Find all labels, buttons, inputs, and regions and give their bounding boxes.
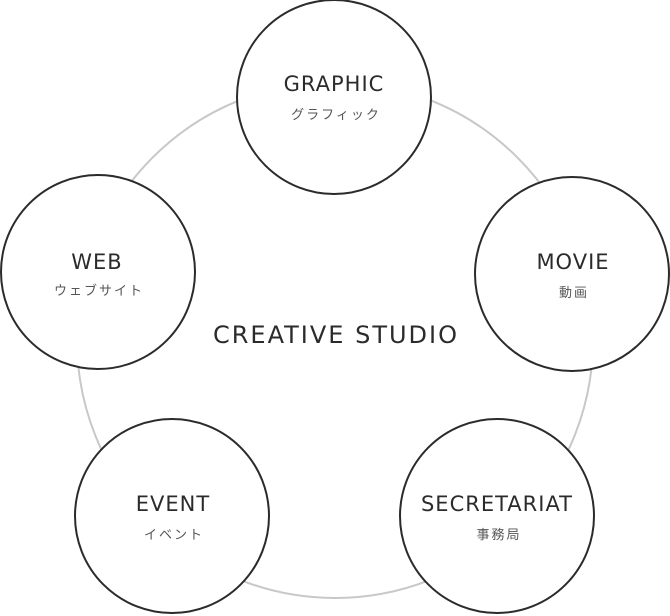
node-title: EVENT (136, 492, 210, 516)
node-title: MOVIE (536, 250, 609, 274)
node-subtitle: 動画 (559, 286, 589, 301)
node-circle (474, 176, 670, 372)
node-circle (399, 418, 595, 614)
node-subtitle: グラフィック (291, 108, 381, 123)
node-subtitle: 事務局 (476, 528, 521, 543)
node-title: SECRETARIAT (421, 492, 573, 516)
center-label: CREATIVE STUDIO (213, 321, 459, 349)
node-circle (236, 0, 432, 195)
node-secretariat[interactable]: SECRETARIAT 事務局 (399, 418, 595, 614)
node-subtitle: ウェブサイト (54, 283, 144, 299)
node-subtitle: イベント (144, 528, 204, 543)
node-title: GRAPHIC (284, 72, 385, 96)
node-circle (0, 174, 196, 370)
node-circle (74, 418, 270, 614)
node-movie[interactable]: MOVIE 動画 (474, 176, 670, 372)
node-graphic[interactable]: GRAPHIC グラフィック (236, 0, 432, 195)
node-web[interactable]: WEB ウェブサイト (0, 174, 196, 370)
node-title: WEB (71, 250, 122, 274)
node-event[interactable]: EVENT イベント (74, 418, 270, 614)
